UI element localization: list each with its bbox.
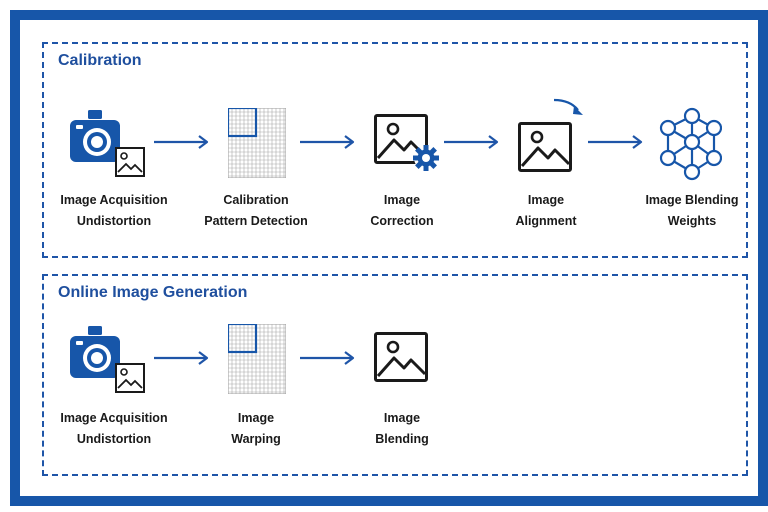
arrow-right-icon [300, 350, 355, 366]
image-gear-icon [374, 114, 439, 171]
neural-network-icon [659, 107, 722, 181]
grid-pattern-icon [228, 108, 286, 178]
camera-photo-icon [70, 110, 145, 177]
calibration-panel: Calibration [42, 42, 748, 258]
online-generation-panel: Online Image Generation Image Acquisitio… [42, 274, 748, 476]
arrow-right-icon [154, 134, 209, 150]
arrow-right-icon [300, 134, 355, 150]
image-icon [374, 332, 428, 382]
arrow-right-icon [154, 350, 209, 366]
image-rotate-icon [518, 98, 583, 172]
calibration-title: Calibration [58, 52, 142, 69]
camera-photo-icon [70, 326, 145, 393]
arrow-right-icon [444, 134, 499, 150]
arrow-right-icon [588, 134, 643, 150]
grid-pattern-icon [228, 324, 286, 394]
diagram-frame: Calibration [10, 10, 768, 506]
online-generation-title: Online Image Generation [58, 284, 248, 301]
